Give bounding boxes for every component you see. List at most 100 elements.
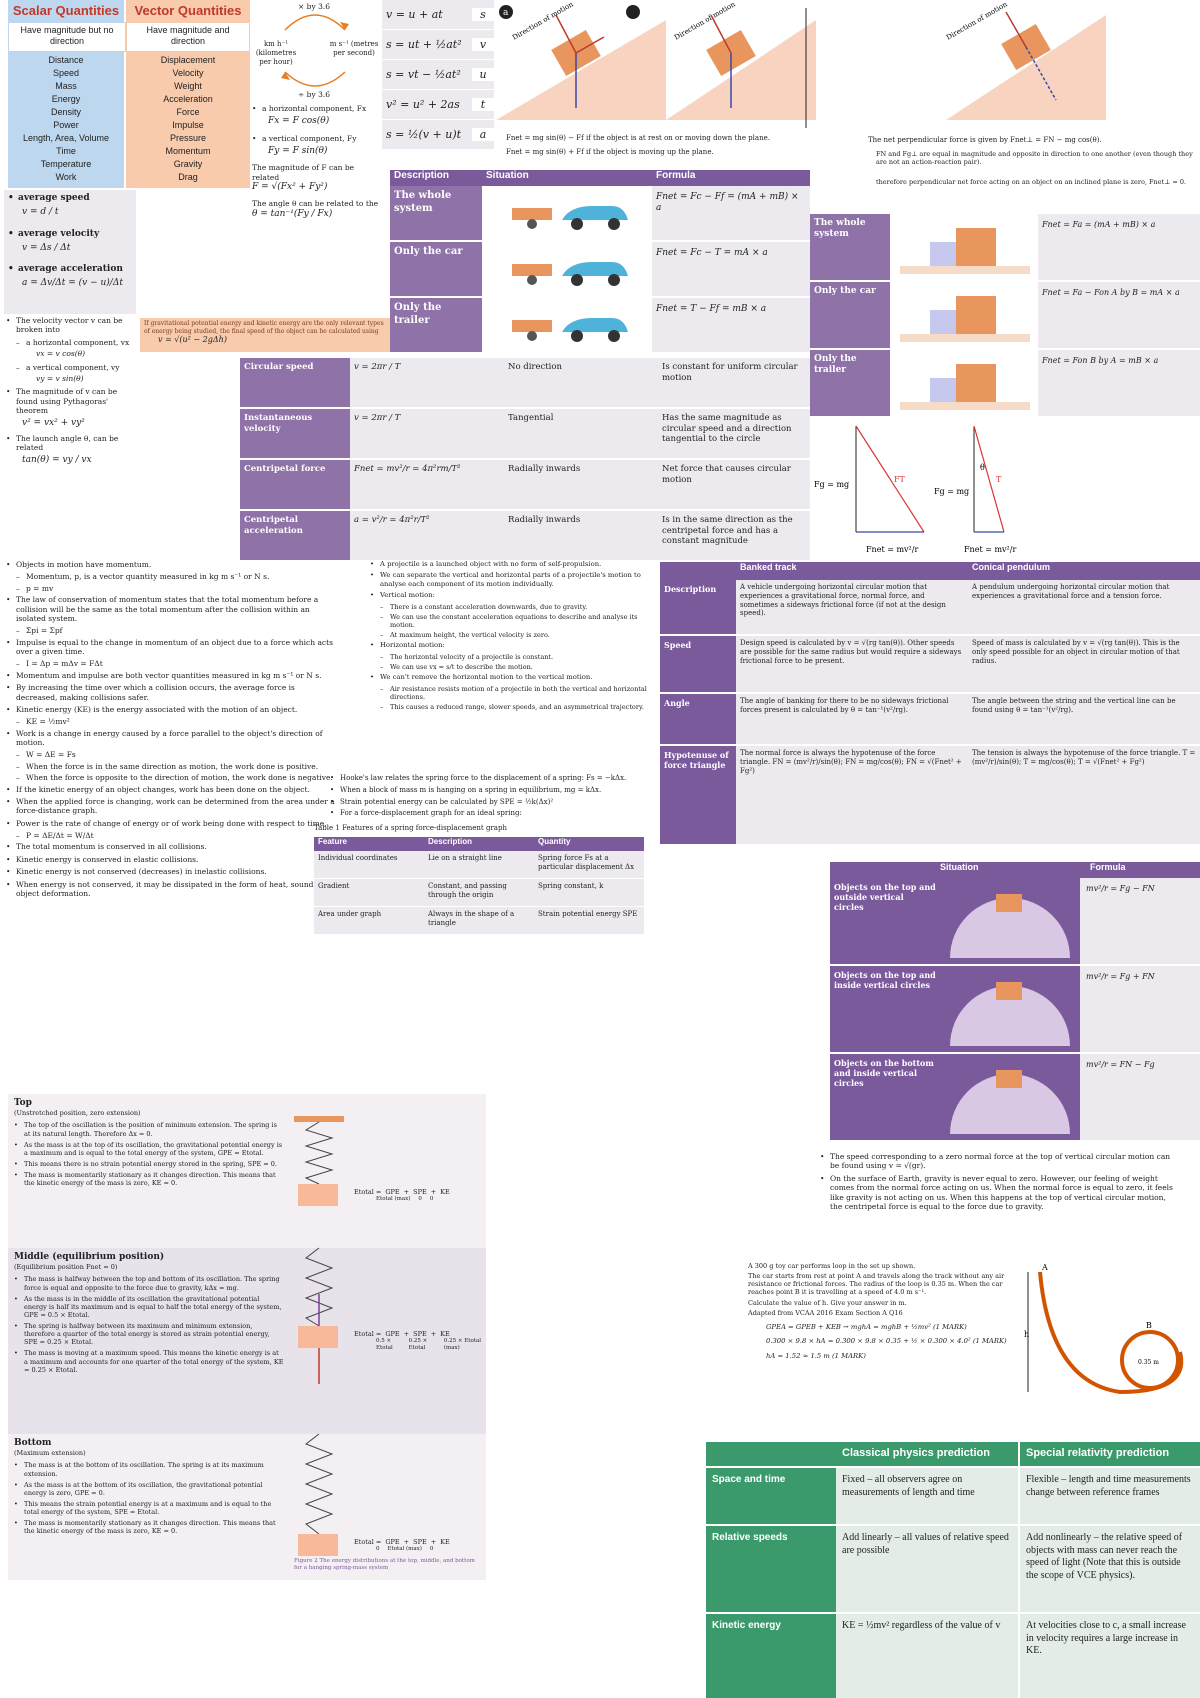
energy-bot-list: The mass is at the bottom of its oscilla…	[14, 1461, 284, 1535]
unit-top: × by 3.6	[298, 2, 331, 11]
motion-c: Direction of motion	[945, 0, 1009, 42]
vert-row: Objects on the bottom and inside vertica…	[830, 1054, 1200, 1142]
relativity-table: Classical physics prediction Special rel…	[706, 1442, 1200, 1698]
vector-item: Force	[176, 107, 200, 117]
energy-item: The mass is momentarily stationary as it…	[14, 1171, 284, 1187]
rel-classical: Add linearly – all values of relative sp…	[836, 1526, 1018, 1612]
suvat-missing: t	[472, 97, 494, 112]
energy-eq-row: Etotal =GPE+SPE+KE	[354, 1538, 484, 1546]
t-label: T	[996, 475, 1002, 484]
suvat-eq: v = u + at	[386, 7, 443, 21]
eq-magnitude: F = √(Fx² + Fy²)	[252, 182, 328, 192]
suvat-missing: v	[472, 37, 494, 52]
note-subitem: We can use vx = s/t to describe the moti…	[370, 663, 660, 671]
vector-item: Acceleration	[163, 94, 213, 104]
rel-label: Relative speeds	[706, 1526, 836, 1612]
note-subitem: W = ΔE = Fs	[6, 750, 336, 760]
rel-special: Add nonlinearly – the relative speed of …	[1018, 1526, 1200, 1612]
spring-notes: Hooke's law relates the spring force to …	[314, 774, 660, 935]
energy-top-title: Top	[14, 1098, 32, 1108]
rel-classical: Fixed – all observers agree on measureme…	[836, 1468, 1018, 1524]
energy-eq-val: 0	[418, 1196, 422, 1203]
scalar-item: Mass	[55, 81, 77, 91]
fnet-left: Fnet = mv²/r	[866, 545, 918, 554]
block-row-desc: Only the car	[810, 282, 890, 348]
vert-formula: mv²/r = FN − Fg	[1080, 1054, 1200, 1140]
banked-conical-table: Banked track Conical pendulum Descriptio…	[660, 562, 1200, 850]
energy-eq-term: Etotal =	[354, 1330, 382, 1338]
vector-item: Gravity	[173, 159, 203, 169]
energy-item: The mass is momentarily stationary as it…	[14, 1519, 284, 1535]
note-item: We can separate the vertical and horizon…	[370, 571, 660, 588]
energy-mid-section: Middle (equilibrium position) (Equilibri…	[8, 1248, 486, 1434]
energy-item: This means there is no strain potential …	[14, 1160, 284, 1168]
velocity-components: The velocity vector v can be broken into…	[6, 316, 140, 467]
energy-eq-term: SPE	[413, 1188, 427, 1196]
vector-item: Momentum	[165, 146, 211, 156]
energy-item: As the mass is at the top of its oscilla…	[14, 1141, 284, 1157]
note-item: Horizontal motion:	[370, 641, 660, 650]
loop-line: Calculate the value of h. Give your answ…	[748, 1298, 907, 1307]
vy-eq: vy = v sin(θ)	[36, 373, 84, 383]
fnet-right: Fnet = mv²/r	[964, 545, 1016, 554]
unit-left: km h⁻¹ (kilometres per hour)	[255, 40, 297, 66]
pendulum-diagrams: Fg = mg Fg = mg FT T θ Fnet = mv²/r Fnet…	[814, 422, 1034, 562]
scalar-item: Density	[50, 107, 81, 117]
loop-work-line: GPEA = GPEB + KEB → mghA = mghB + ½mv² (…	[766, 1322, 967, 1331]
circ-note: Has the same magnitude as circular speed…	[658, 409, 810, 458]
vector-item: Impulse	[172, 120, 204, 130]
car-row-desc: The whole system	[390, 186, 482, 240]
vert-diagram	[940, 878, 1080, 964]
car-row-diagram	[482, 186, 652, 240]
energy-eq-val: 0	[376, 1546, 380, 1553]
vert-label: Objects on the top and inside vertical c…	[830, 966, 940, 1052]
block-row-diagram	[890, 214, 1038, 280]
incline-c-text: The net perpendicular force is given by …	[868, 136, 1102, 144]
banked-a: The angle of banking for there to be no …	[736, 694, 968, 744]
scalar-item: Energy	[51, 94, 81, 104]
scalar-title: Scalar Quantities	[8, 0, 126, 22]
circ-eq: Fnet = mv²/r = 4π²rm/T²	[350, 460, 504, 509]
banked-b: Speed of mass is calculated by v = √(rg …	[968, 636, 1200, 692]
note-item: Momentum and impulse are both vector qua…	[6, 671, 336, 681]
loop-line: A 300 g toy car performs loop in the set…	[748, 1262, 916, 1270]
label-a: a	[503, 8, 509, 18]
car-row-desc: Only the trailer	[390, 298, 482, 352]
vert-h0: Situation	[940, 862, 979, 872]
banked-b: The angle between the string and the ver…	[968, 694, 1200, 744]
unit-right: m s⁻¹ (metres per second)	[329, 40, 379, 57]
note-item: A projectile is a launched object with n…	[370, 560, 660, 569]
banked-label: Speed	[660, 636, 736, 692]
vector-item: Pressure	[169, 133, 206, 143]
vector-item: Velocity	[172, 68, 204, 78]
rel-h0: Classical physics prediction	[842, 1447, 990, 1459]
vert-note: On the surface of Earth, gravity is neve…	[820, 1174, 1180, 1212]
incline-c-b2: therefore perpendicular net force acting…	[876, 178, 1187, 186]
note-subitem: P = ΔE/Δt = W/Δt	[6, 831, 336, 841]
note-item: Power is the rate of change of energy or…	[6, 819, 336, 829]
vert-row: Objects on the top and inside vertical c…	[830, 966, 1200, 1054]
circ-dir: Radially inwards	[504, 511, 658, 560]
energy-eq-term: GPE	[385, 1330, 400, 1338]
incline-a: a Direction of motion	[496, 0, 666, 120]
vert-note: The speed corresponding to a zero normal…	[820, 1152, 1180, 1171]
banked-b: A pendulum undergoing horizontal circula…	[968, 580, 1200, 634]
circ-dir: Radially inwards	[504, 460, 658, 509]
energy-eq-term: +	[403, 1188, 410, 1196]
energy-item: The mass is halfway between the top and …	[14, 1275, 284, 1291]
note-subitem: Momentum, p, is a vector quantity measur…	[6, 572, 336, 582]
note-item: Kinetic energy is conserved in elastic c…	[6, 855, 336, 865]
